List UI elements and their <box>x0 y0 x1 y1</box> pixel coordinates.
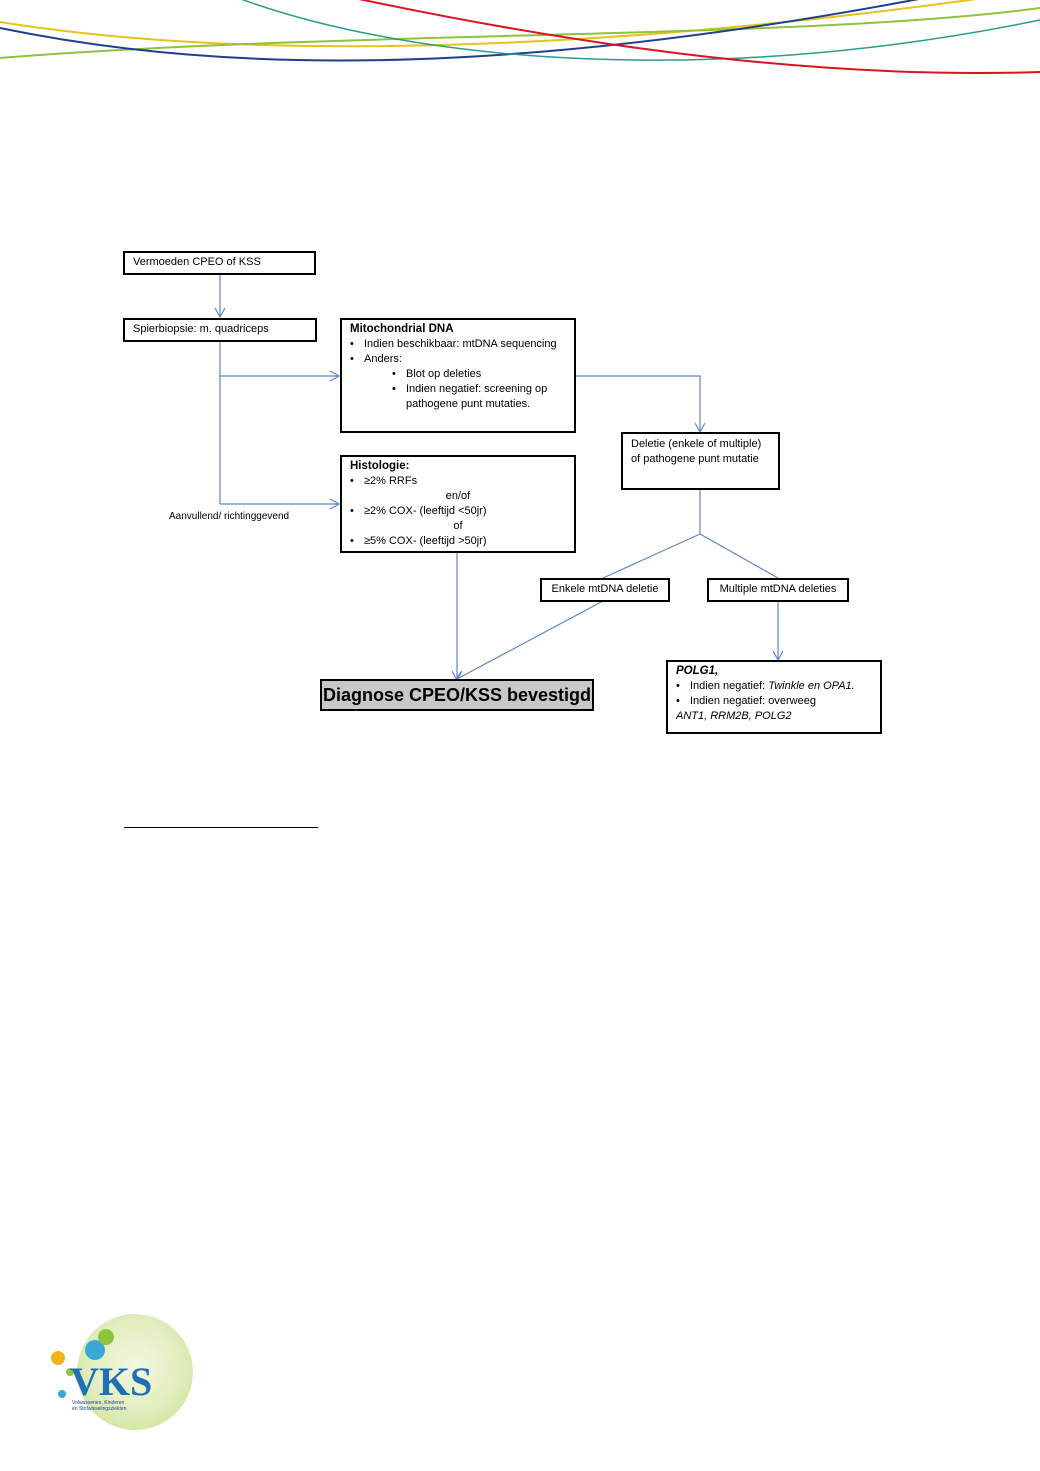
histo-list-3: ≥5% COX- (leeftijd >50jr) <box>350 534 566 549</box>
polg-genes-list: ANT1, RRM2B, POLG2 <box>676 710 792 722</box>
polg-item-twinkle: Indien negatief: Twinkle en OPA1. <box>676 679 872 694</box>
vks-logo: VKS Volwassenen, Kinderen en Stofwisseli… <box>40 1310 200 1430</box>
start-box: Vermoeden CPEO of KSS <box>123 251 316 275</box>
polg-item-twinkle-genes: Twinkle en OPA1. <box>768 680 854 692</box>
multiple-deletion-box: Multiple mtDNA deleties <box>707 578 849 602</box>
logo-bubble-teal-small <box>58 1390 66 1398</box>
mito-box: Mitochondrial DNA Indien beschikbaar: mt… <box>340 318 576 433</box>
logo-letters: VKS <box>70 1359 152 1404</box>
deletion-box: Deletie (enkele of multiple) of pathogen… <box>621 432 780 490</box>
polg-title: POLG1, <box>676 664 872 679</box>
single-deletion-label: Enkele mtDNA deletie <box>552 583 659 595</box>
histo-item-rrf: ≥2% RRFs <box>350 474 566 489</box>
line-to-multiple <box>700 534 778 578</box>
histo-join-enof: en/of <box>350 489 566 504</box>
arrow-single-to-final <box>457 601 603 679</box>
final-diagnosis-box: Diagnose CPEO/KSS bevestigd <box>320 679 594 711</box>
polg-genes: ANT1, RRM2B, POLG2 <box>676 709 872 724</box>
start-label: Vermoeden CPEO of KSS <box>133 256 261 268</box>
polg-list: Indien negatief: Twinkle en OPA1. Indien… <box>676 679 872 709</box>
histo-box: Histologie: ≥2% RRFs en/of ≥2% COX- (lee… <box>340 455 576 553</box>
histo-join-of: of <box>350 519 566 534</box>
polg-item-overweeg: Indien negatief: overweeg <box>676 694 872 709</box>
footnote-rule <box>124 827 318 828</box>
histo-list-2: ≥2% COX- (leeftijd <50jr) <box>350 504 566 519</box>
single-deletion-box: Enkele mtDNA deletie <box>540 578 670 602</box>
logo-bubble-green <box>98 1329 114 1345</box>
arrow-mito-to-deletion <box>576 376 700 431</box>
histo-title: Histologie: <box>350 459 566 474</box>
deletion-label: Deletie (enkele of multiple) of pathogen… <box>631 438 761 465</box>
biopsy-box: Spierbiopsie: m. quadriceps <box>123 318 317 342</box>
mito-item-anders: Anders: <box>350 352 566 367</box>
mito-sub-blot: Blot op deleties <box>350 367 566 382</box>
line-to-single <box>603 534 700 578</box>
biopsy-label: Spierbiopsie: m. quadriceps <box>133 323 269 335</box>
final-diagnosis-label: Diagnose CPEO/KSS bevestigd <box>323 685 591 705</box>
mito-list: Indien beschikbaar: mtDNA sequencing And… <box>350 337 566 412</box>
polg-box: POLG1, Indien negatief: Twinkle en OPA1.… <box>666 660 882 734</box>
histo-list: ≥2% RRFs <box>350 474 566 489</box>
histo-item-cox-old: ≥5% COX- (leeftijd >50jr) <box>350 534 566 549</box>
logo-bubble-yellow <box>51 1351 65 1365</box>
mito-item-sequencing: Indien beschikbaar: mtDNA sequencing <box>350 337 566 352</box>
logo-subtitle-2: en Stofwisselingsziekten <box>72 1406 127 1412</box>
histo-item-cox-young: ≥2% COX- (leeftijd <50jr) <box>350 504 566 519</box>
polg-item-twinkle-prefix: Indien negatief: <box>690 680 768 692</box>
mito-sub-screening: Indien negatief: screening op pathogene … <box>350 382 566 412</box>
side-note: Aanvullend/ richtinggevend <box>169 511 289 522</box>
multiple-deletion-label: Multiple mtDNA deleties <box>720 583 837 595</box>
mito-title: Mitochondrial DNA <box>350 322 566 337</box>
